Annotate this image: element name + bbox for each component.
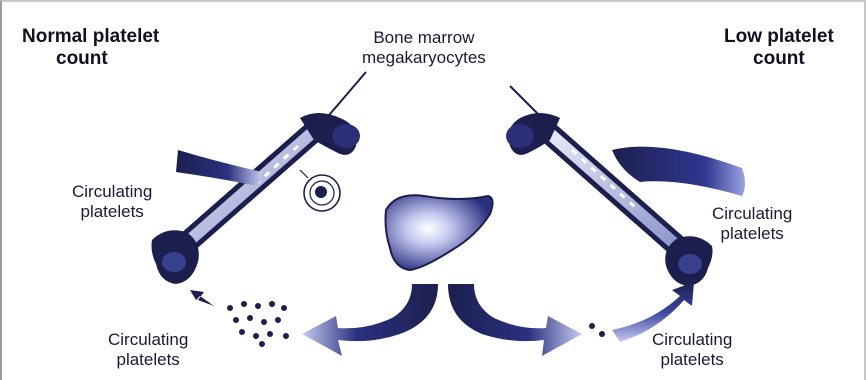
low-count-line-2: count xyxy=(724,48,834,70)
circulating-right-line-1: Circulating xyxy=(712,204,792,224)
circulating-bottom-right-line-1: Circulating xyxy=(652,330,732,350)
bottom-left-small-arrow xyxy=(190,290,214,306)
low-count-line-1: Low platelet xyxy=(724,26,834,48)
low-count-label: Low platelet count xyxy=(724,26,834,71)
bone-marrow-line-1: Bone marrow xyxy=(362,28,486,48)
circulating-bottom-right-line-2: platelets xyxy=(652,350,732,370)
circulating-left-line-2: platelets xyxy=(72,202,152,222)
circulating-bottom-left-line-1: Circulating xyxy=(108,330,188,350)
circulating-bottom-left-line-2: platelets xyxy=(108,350,188,370)
circulating-bottom-left-label: Circulating platelets xyxy=(108,330,188,370)
center-right-arrow xyxy=(448,284,582,356)
normal-count-label: Normal platelet count xyxy=(22,26,159,71)
circulating-bottom-right-label: Circulating platelets xyxy=(652,330,732,370)
center-left-arrow xyxy=(302,284,438,356)
circulating-right-line-2: platelets xyxy=(712,224,792,244)
platelets-normal xyxy=(227,301,289,347)
liver xyxy=(386,195,493,270)
circulating-left-label: Circulating platelets xyxy=(72,182,152,222)
right-bone xyxy=(506,113,713,286)
normal-count-line-1: Normal platelet xyxy=(22,26,159,48)
right-top-arrow xyxy=(612,147,745,196)
circulating-left-line-1: Circulating xyxy=(72,182,152,202)
normal-count-line-2: count xyxy=(56,48,159,70)
bone-marrow-label: Bone marrow megakaryocytes xyxy=(362,28,486,68)
left-bone xyxy=(152,113,361,284)
platelets-low xyxy=(589,323,605,337)
bone-marrow-line-2: megakaryocytes xyxy=(362,48,486,68)
circulating-right-label: Circulating platelets xyxy=(712,204,792,244)
left-top-arrow xyxy=(176,150,262,186)
megakaryocyte-callout xyxy=(300,170,340,211)
